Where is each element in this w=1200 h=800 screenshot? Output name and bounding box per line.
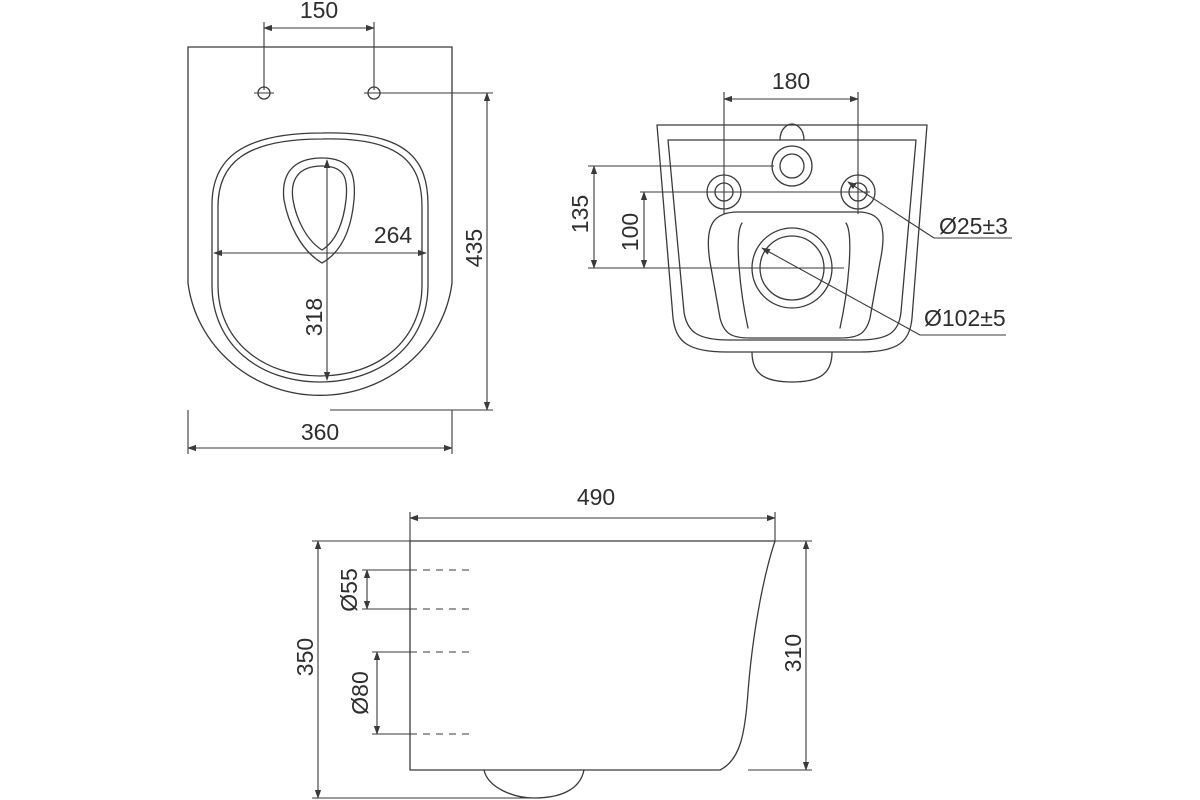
outlet-horn [483, 769, 585, 799]
dim-outlet-side-diameter-label: Ø80 [347, 671, 373, 714]
seat-inner-outline [217, 138, 423, 377]
dim-height-outer-label: 135 [567, 195, 593, 233]
rear-view: 180 135 100 Ø25±3 Ø102±5 [567, 68, 1012, 383]
dim-total-width-label: 360 [301, 419, 339, 445]
bowl-opening-inner [291, 165, 348, 251]
rear-view-outline [656, 124, 928, 353]
dim-bolt-diameter-label: Ø25±3 [939, 213, 1008, 239]
dim-total-height-label: 350 [292, 638, 318, 676]
inlet-pipe-center [771, 145, 813, 187]
bottom-foot [751, 351, 833, 383]
dim-inlet-spacing-label: 180 [772, 68, 810, 94]
top-view: 150 264 318 435 360 [187, 0, 493, 454]
dim-mount-spacing-label: 150 [300, 0, 338, 23]
side-view-outline [409, 540, 776, 771]
dim-height-inner-label: 100 [617, 213, 643, 251]
bowl-recess-outline [707, 211, 884, 339]
dim-depth-label: 490 [577, 484, 615, 510]
bowl-opening [282, 157, 356, 264]
rear-flange [779, 123, 805, 141]
dim-total-length-label: 435 [461, 229, 487, 267]
bowl-recess-inner [737, 222, 851, 329]
dim-outlet-diameter-label: Ø102±5 [924, 305, 1006, 331]
rear-view-inner-outline [667, 139, 917, 341]
dim-bowl-length-label: 318 [301, 298, 327, 336]
seat-outline [211, 132, 429, 383]
side-view: 490 350 310 Ø55 Ø80 [292, 484, 812, 799]
dim-body-height-label: 310 [780, 634, 806, 672]
dim-bowl-width-label: 264 [374, 222, 413, 248]
dim-inlet-diameter-label: Ø55 [336, 568, 362, 611]
top-view-outline [187, 46, 453, 396]
